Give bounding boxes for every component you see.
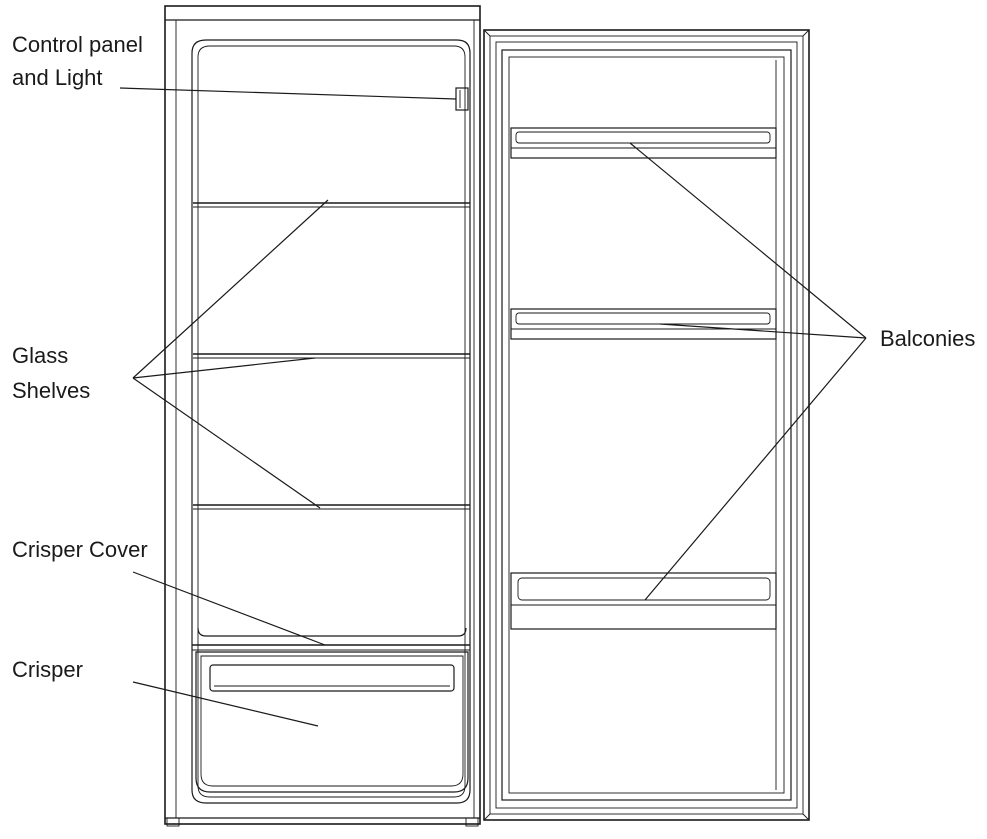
control-panel-light: [455, 87, 469, 111]
leader-glass-shelf-3: [132, 377, 321, 509]
crisper-handle: [209, 664, 455, 692]
leader-control-panel: [119, 87, 457, 100]
label-glass-line1: Glass: [12, 343, 68, 368]
label-glass-line2: Shelves: [12, 378, 90, 403]
crisper-drawer: [195, 651, 469, 793]
leader-crisper-cover: [132, 571, 326, 646]
door-gasket-mid: [495, 41, 798, 809]
cabinet-foot-right: [465, 817, 479, 827]
leader-crisper: [132, 681, 319, 727]
label-balconies: Balconies: [880, 326, 975, 351]
crisper-cover: [192, 627, 470, 651]
door-gasket-outer: [489, 35, 804, 815]
cabinet: [164, 5, 481, 827]
door: [483, 29, 810, 821]
cabinet-foot-left: [166, 817, 180, 827]
balcony-3: [510, 572, 777, 630]
leader-glass-shelf-1: [132, 199, 329, 379]
label-crisper-cover: Crisper Cover: [12, 537, 148, 562]
door-liner-inner: [508, 56, 785, 794]
door-outer: [483, 29, 810, 821]
inner-liner: [191, 39, 471, 804]
balcony-2: [510, 308, 777, 340]
glass-shelf-3: [193, 504, 470, 510]
leader-glass-shelf-2: [132, 357, 316, 379]
label-control-panel-line2: and Light: [12, 65, 103, 90]
leader-balcony-3: [644, 337, 867, 601]
balcony-1: [510, 127, 777, 159]
leader-balcony-1: [629, 142, 867, 339]
leader-lines: [119, 87, 867, 727]
cabinet-body: [164, 5, 481, 825]
door-liner: [501, 49, 792, 801]
leader-balcony-2: [659, 323, 867, 339]
callout-labels: Control panel and Light Glass Shelves Cr…: [12, 32, 975, 682]
label-crisper: Crisper: [12, 657, 83, 682]
glass-shelf-2: [193, 353, 470, 359]
glass-shelf-1: [193, 202, 470, 208]
label-control-panel-line1: Control panel: [12, 32, 143, 57]
inner-liner-inner: [197, 45, 466, 798]
